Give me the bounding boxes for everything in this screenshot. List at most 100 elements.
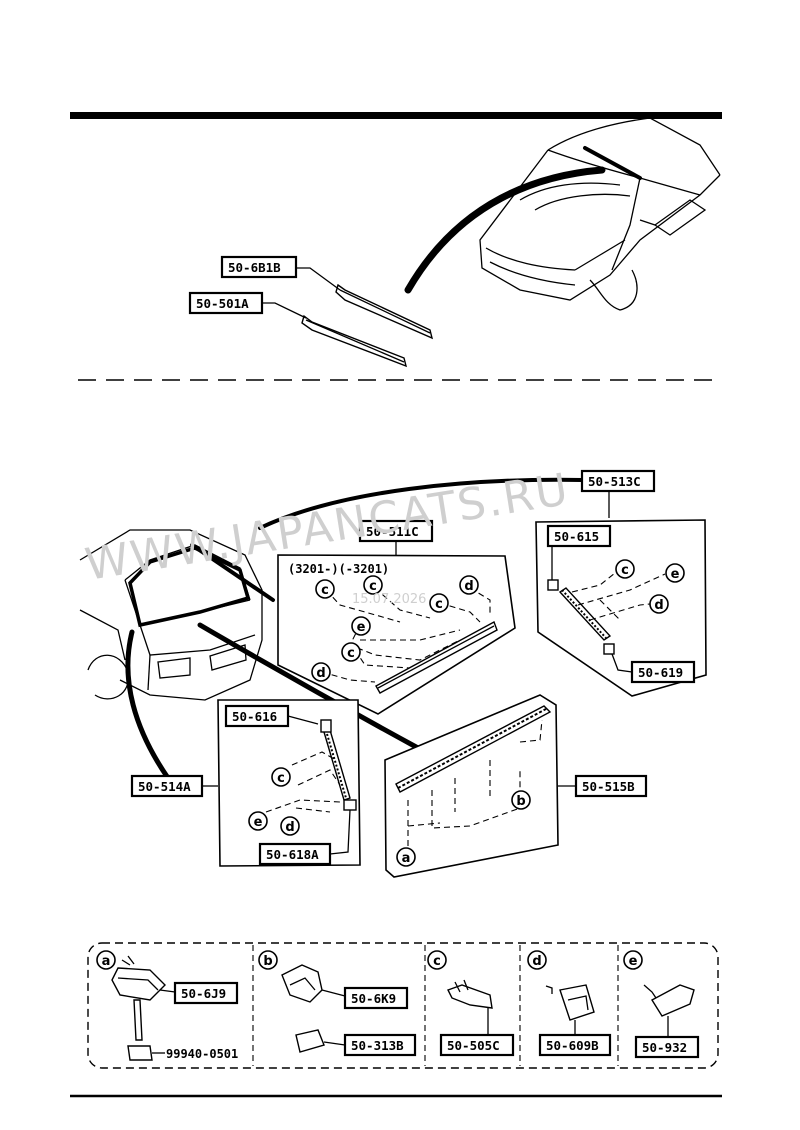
callout-c-legend: c <box>427 950 447 970</box>
part-number-text: 50-618A <box>266 847 319 862</box>
clip-619 <box>603 643 615 655</box>
callout-d-3: d <box>649 594 669 614</box>
clip-505c <box>447 984 493 1009</box>
callout-d-legend: d <box>527 950 547 970</box>
part-label-609b: 50-609B <box>538 1033 612 1057</box>
clip-313b <box>295 1029 325 1053</box>
part-label-615: 50-615 <box>546 524 612 548</box>
part-number-text: 50-6K9 <box>351 991 396 1006</box>
svg-text:e: e <box>629 954 638 969</box>
part-number-text: 50-616 <box>232 709 277 724</box>
callout-a-legend: a <box>96 950 116 970</box>
svg-text:d: d <box>464 579 473 594</box>
legend-c: c 50-505C <box>427 950 515 1057</box>
callout-c-2: c <box>363 575 383 595</box>
top-rule <box>70 112 722 119</box>
part-number-text: 50-514A <box>138 779 191 794</box>
part-label-616: 50-616 <box>224 704 290 728</box>
svg-text:e: e <box>671 567 680 582</box>
legend-d: d 50-609B <box>527 950 612 1057</box>
box-616-618a: 50-616 50-618A <box>217 699 361 867</box>
callout-b-1: b <box>511 790 531 810</box>
clip-932 <box>651 984 695 1017</box>
leader-to-511c <box>190 543 275 602</box>
leader-to-515b <box>197 622 421 751</box>
part-label-619: 50-619 <box>630 660 696 684</box>
callout-c-1: c <box>315 579 335 599</box>
clip-618a <box>343 799 357 811</box>
callout-c-5: c <box>615 559 635 579</box>
part-number-text: 50-313B <box>351 1038 404 1053</box>
part-label-505c: 50-505C <box>439 1033 515 1057</box>
leader-to-514a <box>125 629 171 781</box>
leader-arc-513c <box>258 477 584 530</box>
svg-text:c: c <box>621 563 629 578</box>
windshield-edge <box>583 146 642 180</box>
legend-a: a 50-6J9 99940-0501 <box>96 950 239 1061</box>
callout-a-1: a <box>396 847 416 867</box>
part-number-text: 50-511C <box>366 524 419 539</box>
svg-text:d: d <box>285 820 294 835</box>
moulding-501a <box>301 314 408 368</box>
callout-c-3: c <box>429 593 449 613</box>
svg-text:c: c <box>433 954 441 969</box>
leader-arc-top <box>404 166 606 294</box>
part-number-text: 50-619 <box>638 665 683 680</box>
svg-text:e: e <box>254 815 263 830</box>
svg-text:c: c <box>435 597 443 612</box>
part-label-514a: 50-514A <box>130 774 204 798</box>
part-number-text: 50-513C <box>588 474 641 489</box>
part-label-932: 50-932 <box>634 1035 700 1059</box>
svg-text:c: c <box>321 583 329 598</box>
moulding-511c <box>375 621 498 694</box>
part-number-text: 50-501A <box>196 296 249 311</box>
svg-text:b: b <box>516 794 525 809</box>
clip-615 <box>547 579 559 591</box>
part-label-511c: 50-511C <box>358 519 434 543</box>
callout-e-3: e <box>248 811 268 831</box>
nut-99940 <box>127 1045 153 1061</box>
legend-box <box>87 942 719 1069</box>
clip-616 <box>320 719 332 733</box>
part-label-513c: 50-513C <box>580 469 656 493</box>
box-615-619: 50-615 50-619 <box>535 519 707 697</box>
moulding-6b1b <box>335 283 434 340</box>
callout-e-legend: e <box>623 950 643 970</box>
svg-text:d: d <box>532 954 541 969</box>
part-label-6j9: 50-6J9 <box>173 981 239 1005</box>
svg-text:e: e <box>357 620 366 635</box>
part-label-618a: 50-618A <box>258 842 332 866</box>
legend-b: b 50-6K9 50-313B <box>258 950 417 1057</box>
leader-501a <box>262 302 307 319</box>
part-number-text: 50-615 <box>554 529 599 544</box>
part-label-515b: 50-515B <box>574 774 648 798</box>
clip-609b <box>559 984 595 1021</box>
part-number-text: 50-6J9 <box>181 986 226 1001</box>
grommet-6j9 <box>111 967 166 1001</box>
callout-c-4: c <box>341 642 361 662</box>
svg-text:d: d <box>316 666 325 681</box>
rear-window-outline <box>128 546 251 628</box>
callout-d-1: d <box>459 575 479 595</box>
callout-b-legend: b <box>258 950 278 970</box>
callout-e-2: e <box>665 563 685 583</box>
serial-range-text: (3201-)(-3201) <box>288 562 389 576</box>
part-number-text: 50-932 <box>642 1040 687 1055</box>
part-label-6k9: 50-6K9 <box>343 986 409 1010</box>
svg-text:c: c <box>369 579 377 594</box>
callout-d-2: d <box>311 662 331 682</box>
moulding-515b <box>395 705 552 793</box>
clip-6k9 <box>281 964 323 1003</box>
part-label-501a: 50-501A <box>188 291 264 315</box>
svg-text:d: d <box>654 598 663 613</box>
legend-e: e 50-932 <box>623 950 700 1059</box>
svg-text:a: a <box>102 954 111 969</box>
svg-text:c: c <box>347 646 355 661</box>
box-511c: 50-511C (3201-)(-3201) <box>277 519 516 715</box>
bolt <box>133 999 143 1041</box>
callout-e-1: e <box>351 616 371 636</box>
part-label-313b: 50-313B <box>343 1033 417 1057</box>
part-number-text: 50-609B <box>546 1038 599 1053</box>
watermark-date: 15.07.2026 <box>352 592 426 607</box>
